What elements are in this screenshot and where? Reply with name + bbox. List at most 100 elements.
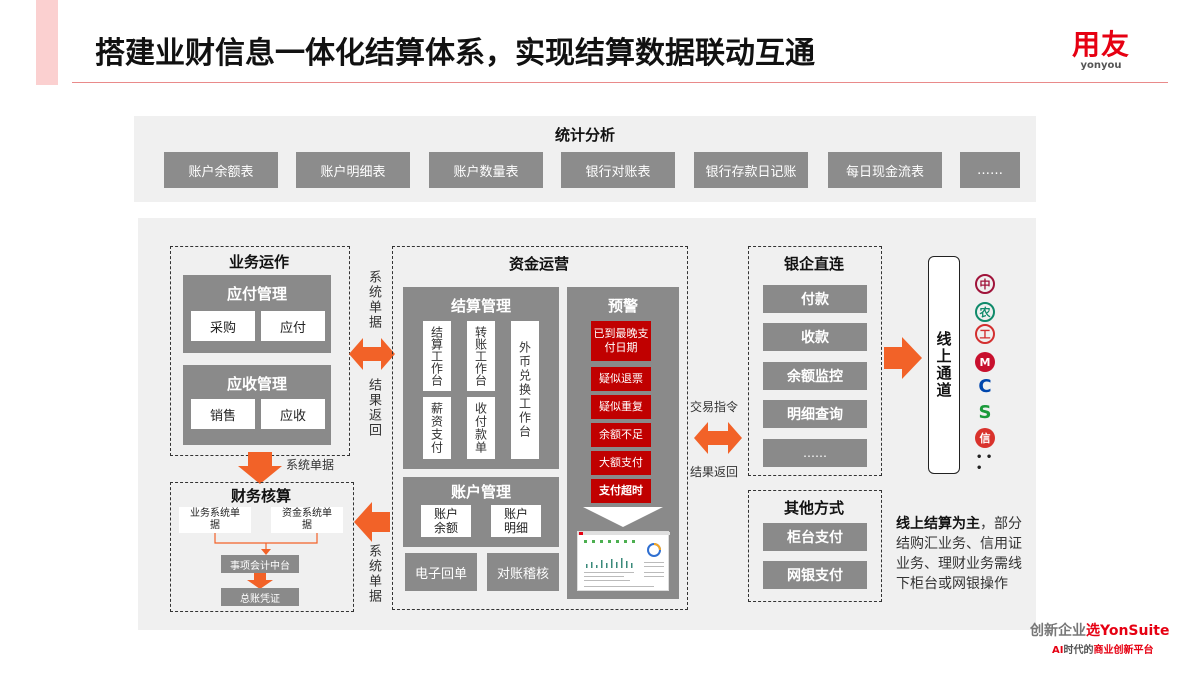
stat-account-detail[interactable]: 账户明细表 [296,152,410,188]
merge-connector [214,533,318,555]
other-methods-title: 其他方式 [783,499,844,517]
page-title: 搭建业财信息一体化结算体系，实现结算数据联动互通 [95,36,815,71]
bank-logos: 中 农 工 M C S 信 • • • [974,272,996,474]
online-channel-label: 线上通道 [934,331,953,399]
fund-system-docs[interactable]: 资金系统单据 [271,507,343,533]
logo-brand: 用友 [1072,28,1131,61]
fund-to-bank-label-top: 交易指令 [690,400,739,414]
down-triangle-icon [583,507,663,527]
purchase-item[interactable]: 采购 [191,311,255,341]
counter-payment[interactable]: 柜台支付 [763,523,867,551]
payable-item[interactable]: 应付 [261,311,325,341]
account-management: 账户管理 账户余额 账户明细 [403,477,559,547]
note-emphasis: 线上结算为主 [896,516,980,532]
biz-to-acct-label: 系统单据 [286,458,335,472]
e-receipt[interactable]: 电子回单 [405,553,477,591]
warning-panel: 预警 已到最晚支付日期 疑似退票 疑似重复 余额不足 大额支付 支付超时 [567,287,679,599]
right-arrow-icon [884,337,922,379]
stat-more[interactable]: …… [960,152,1020,188]
other-methods-box: 其他方式 柜台支付 网银支付 [748,490,882,602]
ccb-icon: C [978,375,992,397]
online-banking-payment[interactable]: 网银支付 [763,561,867,589]
warning-title: 预警 [607,297,638,315]
footer-slogan-brand: 选YonSuite [1086,623,1170,639]
title-divider [72,82,1168,83]
warning-insufficient-balance[interactable]: 余额不足 [591,423,651,447]
stat-daily-cashflow[interactable]: 每日现金流表 [828,152,942,188]
double-arrow-bank-icon [694,422,742,454]
down-arrow-small-icon [247,573,273,589]
balance-monitoring[interactable]: 余额监控 [763,362,867,390]
down-arrow-icon [238,452,282,484]
accounting-title: 财务核算 [230,487,291,505]
logo-sub: yonyou [1080,60,1122,71]
footer-slogan-prefix: 创新企业 [1030,623,1086,639]
receivable-management: 应收管理 销售 应收 [183,365,331,445]
bank-direct-title: 银企直连 [783,255,844,273]
bank-payment[interactable]: 付款 [763,285,867,313]
double-arrow-horizontal-icon [349,338,395,370]
more-banks-icon: • • • [976,452,993,474]
settlement-note: 线上结算为主，部分结购汇业务、信用证业务、理财业务需线下柜台或网银操作 [896,514,1026,594]
transfer-workbench[interactable]: 转账工作台 [467,321,495,391]
bank-of-china-icon: 中 [975,274,995,294]
stat-account-balance[interactable]: 账户余额表 [164,152,278,188]
business-operations-box: 业务运作 应付管理 采购 应付 应收管理 销售 应收 [170,246,350,456]
footer-slogan: 创新企业选YonSuite [1030,620,1169,640]
footer-mid: 时代的 [1063,645,1094,656]
online-channel[interactable]: 线上通道 [928,256,960,474]
bank-collection[interactable]: 收款 [763,323,867,351]
receivable-item[interactable]: 应收 [261,399,325,429]
merchants-bank-icon: M [975,352,995,372]
warning-payment-timeout[interactable]: 支付超时 [591,479,651,503]
yonyou-logo: 用友 yonyou [1072,28,1131,72]
reconciliation-audit[interactable]: 对账稽核 [487,553,559,591]
business-title: 业务运作 [228,253,289,271]
fund-title: 资金运营 [508,255,569,273]
warning-large-payment[interactable]: 大额支付 [591,451,651,475]
warning-suspected-duplicate[interactable]: 疑似重复 [591,395,651,419]
stat-bank-reconciliation[interactable]: 银行对账表 [561,152,675,188]
financial-accounting-box: 财务核算 业务系统单据 资金系统单据 事项会计中台 总账凭证 [170,482,354,612]
detail-query[interactable]: 明细查询 [763,400,867,428]
account-detail[interactable]: 账户明细 [491,505,541,537]
dashboard-thumbnail[interactable] [577,531,670,591]
thumb-chart [584,540,664,587]
left-arrow-icon [354,502,390,542]
biz-to-fund-label-top: 系统单据 [366,270,381,330]
fund-to-acct-label: 系统单据 [366,544,381,604]
stats-title: 统计分析 [554,126,615,144]
salary-payment[interactable]: 薪资支付 [423,397,451,459]
warning-suspected-refund[interactable]: 疑似退票 [591,367,651,391]
general-ledger-voucher[interactable]: 总账凭证 [221,588,299,606]
note-rest: ，部分结购汇业务、信用证业务、理财业务需线下柜台或网银操作 [896,516,1022,592]
fund-to-bank-label-bottom: 结果返回 [690,465,739,479]
biz-to-fund-label-bottom: 结果返回 [366,378,381,438]
receipt-payment-doc[interactable]: 收付款单 [467,397,495,459]
account-balance[interactable]: 账户余额 [421,505,471,537]
payable-management: 应付管理 采购 应付 [183,275,331,353]
warning-latest-pay-date[interactable]: 已到最晚支付日期 [591,321,651,361]
footer-ai: AI [1052,645,1064,656]
thumb-header [578,532,670,535]
stats-panel: 统计分析 账户余额表 账户明细表 账户数量表 银行对账表 银行存款日记账 每日现… [134,116,1036,202]
stat-bank-deposit-journal[interactable]: 银行存款日记账 [694,152,808,188]
bank-direct-more[interactable]: …… [763,439,867,467]
stat-account-count[interactable]: 账户数量表 [429,152,543,188]
footer-platform: 商业创新平台 [1093,645,1154,656]
fx-exchange-workbench[interactable]: 外币兑换工作台 [511,321,539,459]
sales-item[interactable]: 销售 [191,399,255,429]
event-accounting-hub[interactable]: 事项会计中台 [221,555,299,573]
settlement-workbench[interactable]: 结算工作台 [423,321,451,391]
bank-direct-box: 银企直连 付款 收款 余额监控 明细查询 …… [748,246,882,476]
business-system-docs[interactable]: 业务系统单据 [179,507,251,533]
footer-tagline: AI时代的商业创新平台 [1052,641,1153,656]
icbc-icon: 工 [975,324,995,344]
settlement-title: 结算管理 [450,297,511,315]
settlement-management: 结算管理 结算工作台 转账工作台 外币兑换工作台 薪资支付 收付款单 [403,287,559,469]
payable-title: 应付管理 [226,285,287,303]
receivable-title: 应收管理 [226,375,287,393]
fund-operations-box: 资金运营 结算管理 结算工作台 转账工作台 外币兑换工作台 薪资支付 收付款单 … [392,246,688,610]
title-accent-bar [36,0,58,85]
account-title: 账户管理 [450,483,511,501]
